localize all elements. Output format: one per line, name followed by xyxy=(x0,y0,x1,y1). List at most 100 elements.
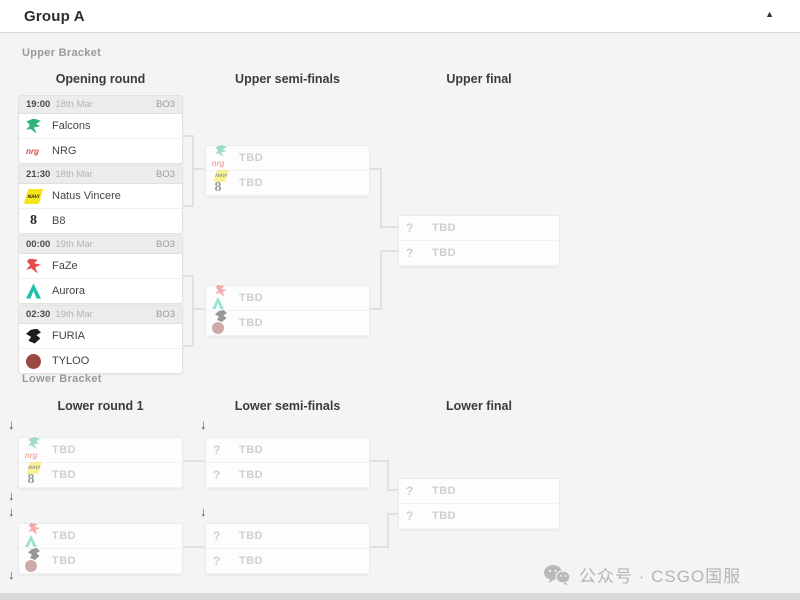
match-card-faze-aurora[interactable]: 00:00 19th Mar BO3 FaZe Aurora xyxy=(18,235,183,304)
team-name: TYLOO xyxy=(52,355,90,367)
match-time: 02:30 xyxy=(26,309,51,320)
team-row[interactable]: nrg NRG xyxy=(19,139,182,163)
team-name: NRG xyxy=(52,145,77,157)
team-name: B8 xyxy=(52,215,66,227)
question-logo: ? xyxy=(211,441,235,459)
team-logo: nrg xyxy=(24,142,48,160)
match-card-navi-b8[interactable]: 21:30 18th Mar BO3 NAVI Natus Vincere 8 … xyxy=(18,165,183,234)
b8-icon: 8 xyxy=(27,472,35,487)
tbd-slot: ? TBD xyxy=(206,438,369,463)
team-logo: NAVI xyxy=(23,187,48,205)
connector-line xyxy=(387,460,389,491)
navi-icon: NAVI xyxy=(23,188,44,204)
tyloo-icon xyxy=(26,353,41,369)
drop-arrow-icon: ↓ xyxy=(8,504,15,519)
team-logo xyxy=(24,282,48,300)
tbd-label: TBD xyxy=(239,444,264,456)
drop-arrow-icon: ↓ xyxy=(200,504,207,519)
question-icon: ? xyxy=(213,443,221,457)
tbd-label: TBD xyxy=(432,247,457,259)
tbd-slot: ? TBD xyxy=(206,524,369,549)
nrg-icon: nrg xyxy=(24,450,38,460)
question-logo: ? xyxy=(404,482,428,500)
match-format: BO3 xyxy=(155,169,175,180)
match-card-falcons-nrg[interactable]: 19:00 18th Mar BO3 Falcons nrg NRG xyxy=(18,95,183,164)
team-logo xyxy=(24,117,48,135)
team-row[interactable]: 8 B8 xyxy=(19,209,182,233)
faze-icon xyxy=(215,285,227,297)
column-header-upper-semi-finals: Upper semi-finals xyxy=(235,72,340,86)
connector-line xyxy=(192,168,205,170)
tbd-slot: ? TBD xyxy=(206,463,369,488)
tbd-label: TBD xyxy=(432,485,457,497)
tbd-label: TBD xyxy=(52,444,77,456)
nrg-icon: nrg xyxy=(211,158,225,168)
match-card-lower-semi-2[interactable]: ? TBD ? TBD xyxy=(205,523,370,575)
connector-line xyxy=(183,345,194,347)
connector-line xyxy=(387,514,389,548)
connector-line xyxy=(380,226,398,228)
group-header[interactable]: Group A ▲ xyxy=(0,0,800,33)
furia-icon xyxy=(26,328,41,344)
question-icon: ? xyxy=(406,484,414,498)
match-card-upper-semi-2[interactable]: TBD TBD xyxy=(205,285,370,337)
connector-line xyxy=(183,135,194,137)
team-row[interactable]: NAVI Natus Vincere xyxy=(19,184,182,209)
match-card-lower-final[interactable]: ? TBD ? TBD xyxy=(398,478,560,530)
match-card-lower-r1-2[interactable]: TBD TBD xyxy=(18,523,183,575)
tbd-label: TBD xyxy=(432,510,457,522)
match-card-lower-semi-1[interactable]: ? TBD ? TBD xyxy=(205,437,370,489)
possible-teams-logos: nrg xyxy=(24,437,48,460)
upper-bracket-label: Upper Bracket xyxy=(22,47,102,59)
tbd-slot: ? TBD xyxy=(206,549,369,574)
tbd-label: TBD xyxy=(239,530,264,542)
match-date: 18th Mar xyxy=(55,169,93,180)
column-header-upper-final: Upper final xyxy=(446,72,512,86)
question-logo: ? xyxy=(404,244,428,262)
tbd-slot: TBD xyxy=(19,523,182,549)
match-header: 21:30 18th Mar BO3 xyxy=(19,166,182,184)
falcons-icon xyxy=(28,437,40,449)
match-format: BO3 xyxy=(155,309,175,320)
group-title: Group A xyxy=(24,7,85,25)
team-row[interactable]: FURIA xyxy=(19,324,182,349)
team-logo: 8 xyxy=(24,212,48,230)
team-row[interactable]: Falcons xyxy=(19,114,182,139)
match-card-upper-final[interactable]: ? TBD ? TBD xyxy=(398,215,560,267)
furia-icon xyxy=(215,310,227,322)
match-time: 19:00 xyxy=(26,99,51,110)
match-time: 00:00 xyxy=(26,239,51,250)
match-card-furia-tyloo[interactable]: 02:30 19th Mar BO3 FURIA TYLOO xyxy=(18,305,183,374)
tbd-slot: TBD xyxy=(19,548,182,574)
column-header-opening-round: Opening round xyxy=(55,72,146,86)
connector-line xyxy=(380,168,382,228)
question-icon: ? xyxy=(213,529,221,543)
connector-line xyxy=(192,135,194,207)
tbd-label: TBD xyxy=(52,469,77,481)
team-row[interactable]: Aurora xyxy=(19,279,182,303)
faze-icon xyxy=(26,258,41,274)
team-row[interactable]: FaZe xyxy=(19,254,182,279)
connector-line xyxy=(370,308,382,310)
drop-arrow-icon: ↓ xyxy=(8,567,15,582)
question-logo: ? xyxy=(211,466,235,484)
wechat-icon xyxy=(544,564,571,585)
tbd-slot: ? TBD xyxy=(399,241,559,266)
connector-line xyxy=(192,308,205,310)
connector-line xyxy=(380,250,398,252)
tyloo-icon xyxy=(25,560,37,572)
collapse-caret-icon[interactable]: ▲ xyxy=(765,9,774,19)
team-row[interactable]: TYLOO xyxy=(19,349,182,373)
bottom-edge-strip xyxy=(0,593,800,600)
tbd-label: TBD xyxy=(52,530,77,542)
tbd-slot: ? TBD xyxy=(399,479,559,504)
connector-line xyxy=(387,489,398,491)
connector-line xyxy=(387,513,398,515)
tbd-label: TBD xyxy=(239,177,264,189)
tyloo-icon xyxy=(212,322,224,334)
column-header-lower-round-1: Lower round 1 xyxy=(57,399,144,413)
watermark-text: 公众号 · CSGO国服 xyxy=(579,567,742,586)
